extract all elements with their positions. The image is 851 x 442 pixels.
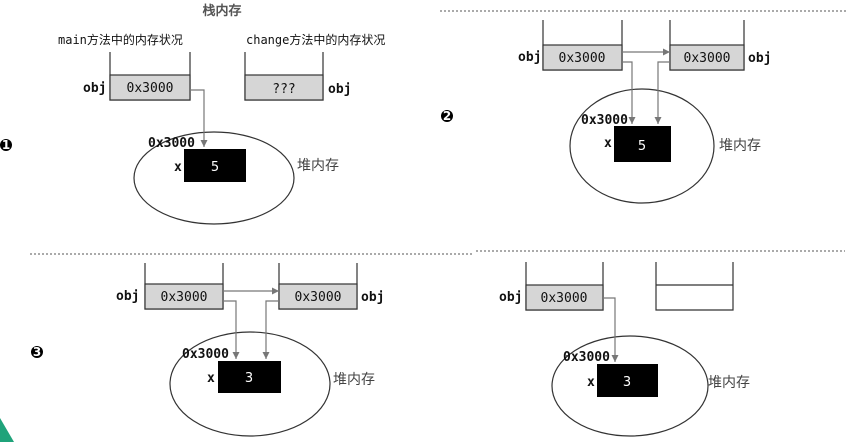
change-method-label: change方法中的内存状况: [246, 32, 385, 47]
change-obj-value: 0x3000: [684, 51, 731, 66]
heap-object: [184, 149, 246, 182]
panel-3: 0x3000 obj 0x3000 obj 3 堆内存 0x3000 x 3: [31, 263, 384, 437]
change-obj-name: obj: [328, 82, 351, 97]
reference-arrow-main: [622, 61, 636, 124]
field-value: 3: [623, 375, 631, 390]
stack-title: 栈内存: [202, 3, 241, 19]
main-obj-cell: [542, 44, 623, 71]
panel-1: 栈内存 main方法中的内存状况 change方法中的内存状况 0x3000 o…: [0, 3, 385, 225]
main-method-label: main方法中的内存状况: [58, 32, 183, 47]
panel-2: 0x3000 obj 0x3000 obj 2 堆内存 0x3000 x 5: [441, 20, 771, 204]
main-obj-value: 0x3000: [559, 51, 606, 66]
field-name: x: [207, 371, 215, 386]
change-obj-cell: [669, 44, 745, 71]
reference-arrow-change: [654, 61, 670, 124]
step-number-3: 3: [33, 345, 41, 359]
heap-label: 堆内存: [708, 375, 750, 391]
change-obj-cell: [278, 283, 358, 310]
field-name: x: [587, 375, 595, 390]
main-obj-name: obj: [499, 290, 522, 305]
change-obj-value: 0x3000: [295, 290, 342, 305]
heap-address: 0x3000: [182, 347, 229, 362]
step-badge-2: [441, 110, 453, 122]
panel-4: 0x3000 obj 堆内存 0x3000 x 3: [499, 262, 750, 437]
main-obj-name: obj: [83, 81, 106, 96]
reference-arrow: [603, 297, 619, 362]
heap-ellipse: [551, 335, 709, 437]
corner-accent: [0, 418, 14, 442]
field-name: x: [174, 160, 182, 175]
reference-arrow-main: [223, 300, 240, 359]
main-obj-value: 0x3000: [127, 81, 174, 96]
heap-address: 0x3000: [148, 136, 195, 151]
heap-address: 0x3000: [563, 350, 610, 365]
step-number-1: 1: [2, 138, 10, 152]
heap-object: [614, 126, 671, 162]
field-value: 3: [245, 371, 253, 386]
change-obj-name: obj: [748, 51, 771, 66]
step-badge-1: [0, 139, 12, 151]
heap-ellipse: [169, 331, 331, 437]
main-obj-value: 0x3000: [161, 290, 208, 305]
main-obj-cell: [144, 283, 224, 310]
main-obj-name: obj: [518, 50, 541, 65]
heap-label: 堆内存: [297, 158, 339, 174]
step-number-2: 2: [443, 109, 451, 123]
field-value: 5: [211, 160, 219, 175]
heap-ellipse: [569, 88, 715, 204]
main-obj-name: obj: [116, 289, 139, 304]
main-obj-value: 0x3000: [541, 291, 588, 306]
field-value: 5: [638, 139, 646, 154]
heap-ellipse: [133, 131, 295, 225]
heap-address: 0x3000: [581, 113, 628, 128]
heap-label: 堆内存: [719, 138, 761, 154]
heap-label: 堆内存: [333, 372, 375, 388]
reference-arrow-change: [262, 300, 279, 359]
change-obj-cell: [244, 74, 324, 101]
reference-arrow: [190, 89, 208, 147]
main-obj-cell: [109, 74, 191, 101]
step-badge-3: [31, 346, 43, 358]
change-obj-value: ???: [272, 82, 295, 97]
heap-object: [597, 364, 658, 397]
heap-object: [218, 361, 281, 393]
field-name: x: [604, 136, 612, 151]
change-obj-name: obj: [361, 290, 384, 305]
change-stack-frame-cleared: [655, 262, 734, 311]
